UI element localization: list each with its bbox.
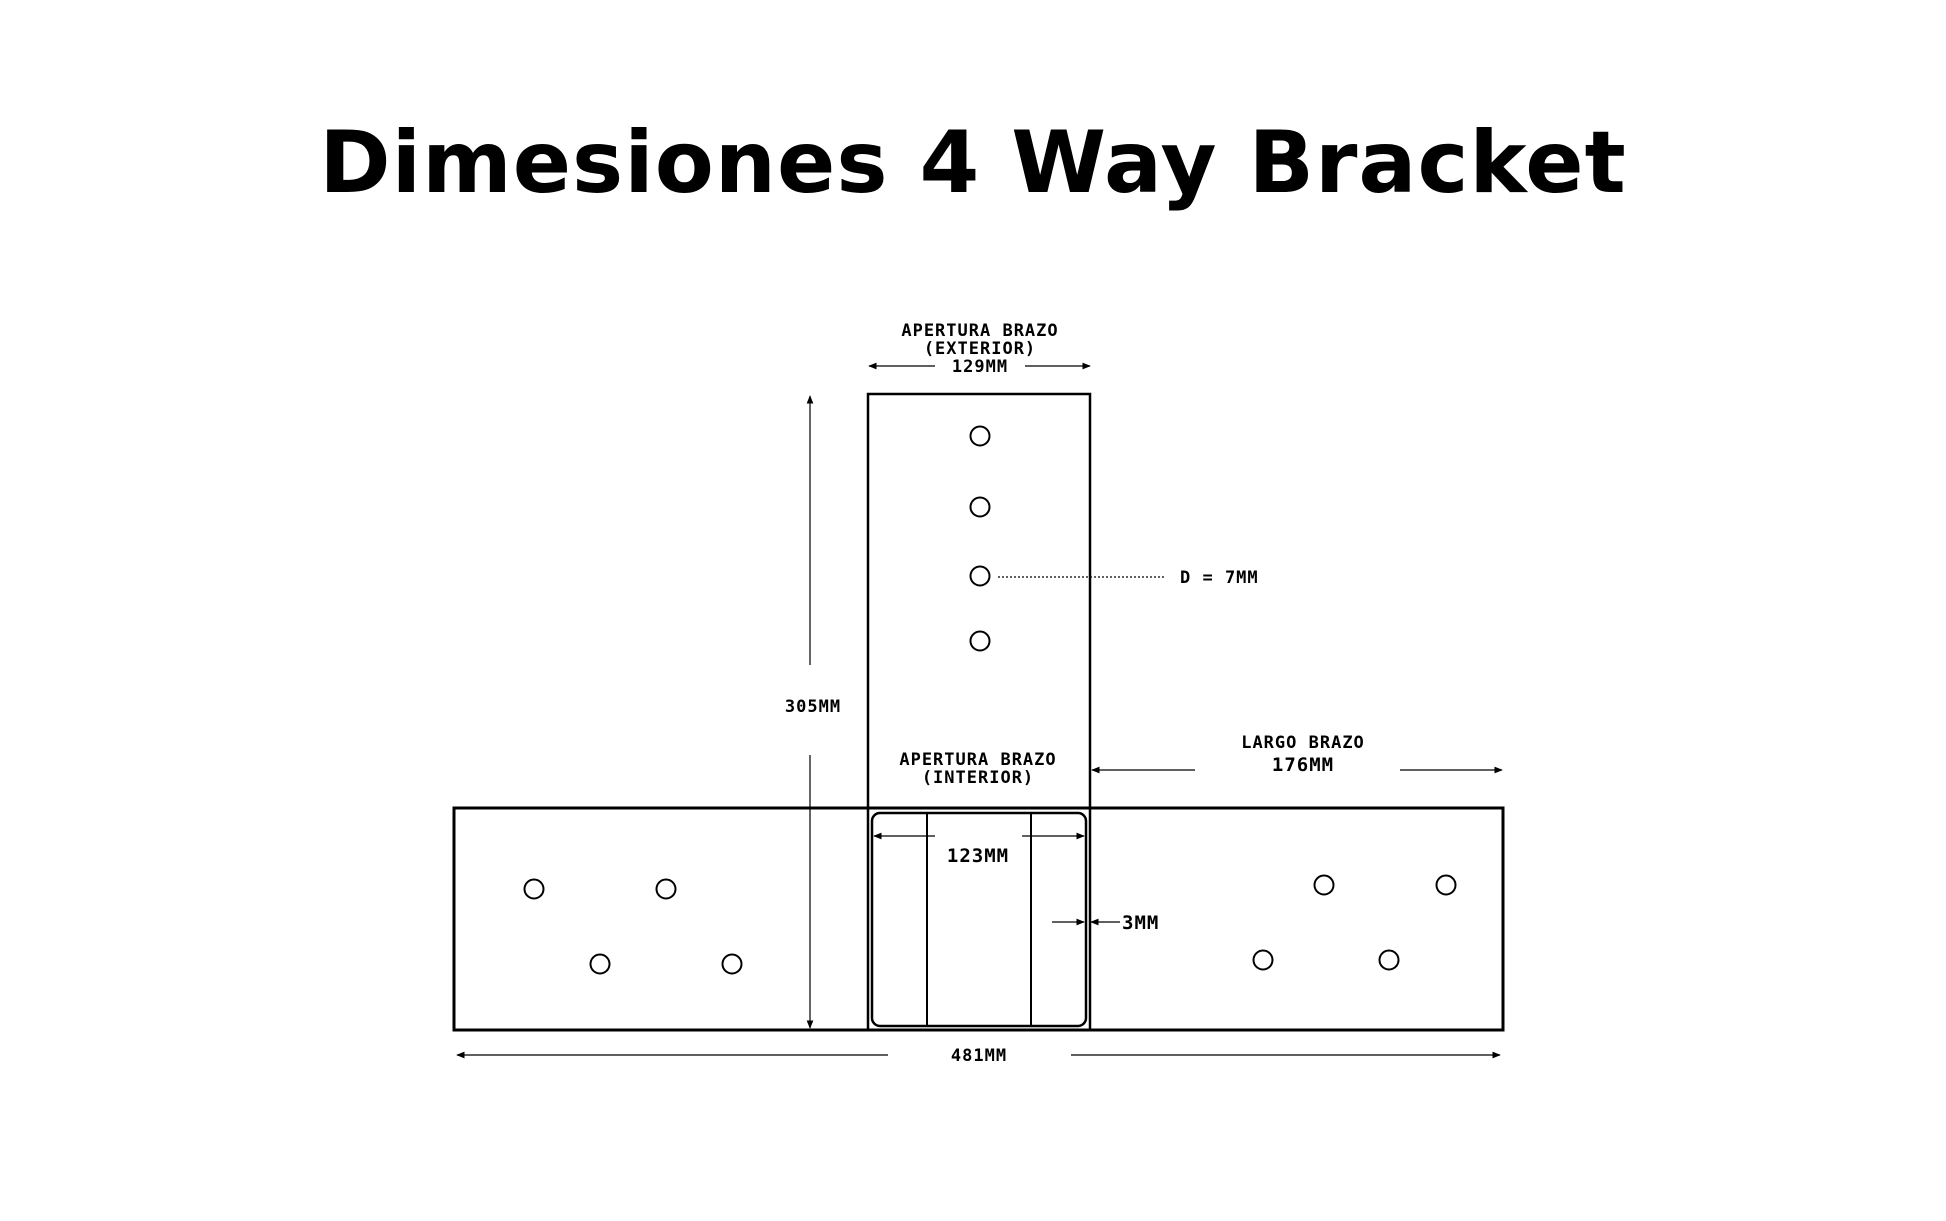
- apertura-interior-line1: APERTURA BRAZO: [899, 750, 1056, 770]
- hole-right-4: [1378, 949, 1400, 971]
- hole-arm-4: [969, 630, 991, 652]
- hole-right-1: [1313, 874, 1335, 896]
- hole-left-4: [721, 953, 743, 975]
- apertura-exterior-line2: (EXTERIOR): [924, 339, 1036, 359]
- hole-arm-3: [969, 565, 991, 587]
- inner-channel: [870, 811, 1088, 1028]
- apertura-interior-line2: (INTERIOR): [922, 768, 1034, 788]
- hole-right-3: [1252, 949, 1274, 971]
- height-label: 305MM: [785, 697, 841, 717]
- total-width-label: 481MM: [951, 1046, 1007, 1066]
- hole-left-3: [589, 953, 611, 975]
- page-title: Dimesiones 4 Way Bracket: [319, 113, 1627, 213]
- hole-diameter-label: D = 7MM: [1180, 568, 1259, 588]
- apertura-exterior-value: 129MM: [952, 357, 1008, 377]
- apertura-exterior-line1: APERTURA BRAZO: [901, 321, 1058, 341]
- hole-left-2: [655, 878, 677, 900]
- thickness-label: 3MM: [1122, 912, 1159, 934]
- largo-brazo-line1: LARGO BRAZO: [1241, 733, 1365, 753]
- hole-arm-2: [969, 496, 991, 518]
- hole-arm-1: [969, 425, 991, 447]
- largo-brazo-value: 176MM: [1272, 754, 1334, 776]
- hole-left-1: [523, 878, 545, 900]
- horizontal-base: [452, 806, 1505, 1032]
- interior-width-label: 123MM: [947, 845, 1009, 867]
- hole-right-2: [1435, 874, 1457, 896]
